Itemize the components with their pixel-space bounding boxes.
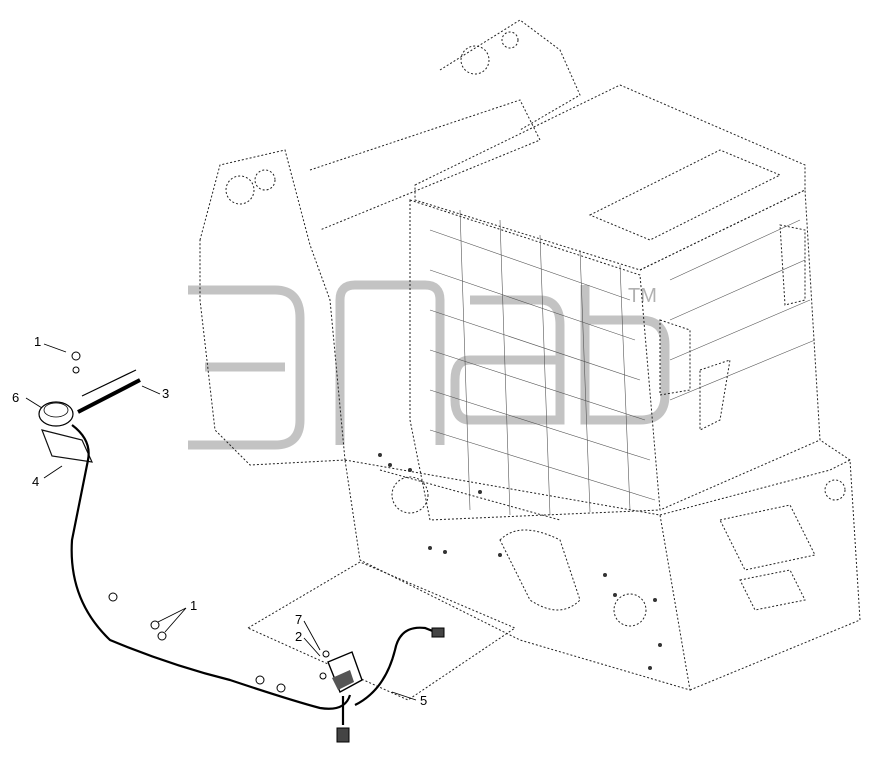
bolt-dots <box>378 453 662 670</box>
harness-connector <box>336 727 350 743</box>
harness-clips <box>108 592 286 693</box>
harness-plug <box>431 627 445 638</box>
watermark-trademark: TM <box>628 285 657 307</box>
callout-6: 6 <box>12 390 19 405</box>
harness-branch <box>354 626 441 706</box>
leader-lines <box>25 343 417 701</box>
loader-frame <box>199 19 861 691</box>
callout-1-bottom: 1 <box>190 598 197 613</box>
watermark-logo: TM <box>188 280 670 450</box>
mounting-area-outline <box>246 561 517 701</box>
callout-1-top: 1 <box>34 334 41 349</box>
cab-grid <box>429 209 816 516</box>
callout-7: 7 <box>295 612 302 627</box>
wiring-harness <box>70 424 352 710</box>
callout-2: 2 <box>295 629 302 644</box>
callout-3: 3 <box>162 386 169 401</box>
nut-top <box>71 351 81 374</box>
callout-5: 5 <box>420 693 427 708</box>
callout-4: 4 <box>32 474 39 489</box>
control-module <box>319 650 363 693</box>
mounting-bracket <box>41 429 94 463</box>
sensor-pod <box>38 401 74 427</box>
cable-ties <box>77 369 141 414</box>
